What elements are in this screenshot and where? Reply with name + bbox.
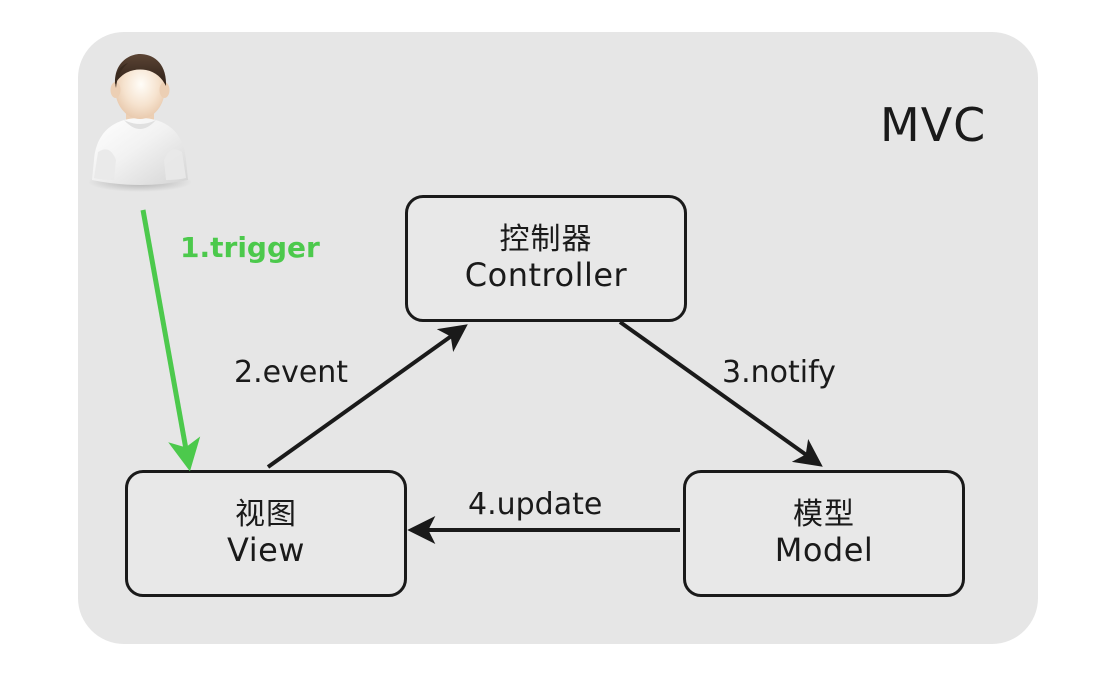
- edge-label-notify: 3.notify: [722, 355, 836, 390]
- node-view[interactable]: 视图 View: [125, 470, 407, 597]
- user-avatar-icon: [80, 48, 200, 193]
- node-model-label-cn: 模型: [793, 497, 855, 533]
- node-model[interactable]: 模型 Model: [683, 470, 965, 597]
- node-controller-label-cn: 控制器: [499, 222, 593, 258]
- node-view-label-cn: 视图: [235, 497, 297, 533]
- node-controller[interactable]: 控制器 Controller: [405, 195, 687, 322]
- diagram-title: MVC: [880, 98, 987, 152]
- node-view-label-en: View: [227, 530, 305, 569]
- edge-label-update: 4.update: [468, 487, 603, 522]
- node-controller-label-en: Controller: [464, 255, 628, 294]
- edge-label-trigger: 1.trigger: [180, 231, 320, 264]
- edge-label-event: 2.event: [234, 355, 349, 390]
- node-model-label-en: Model: [774, 530, 874, 569]
